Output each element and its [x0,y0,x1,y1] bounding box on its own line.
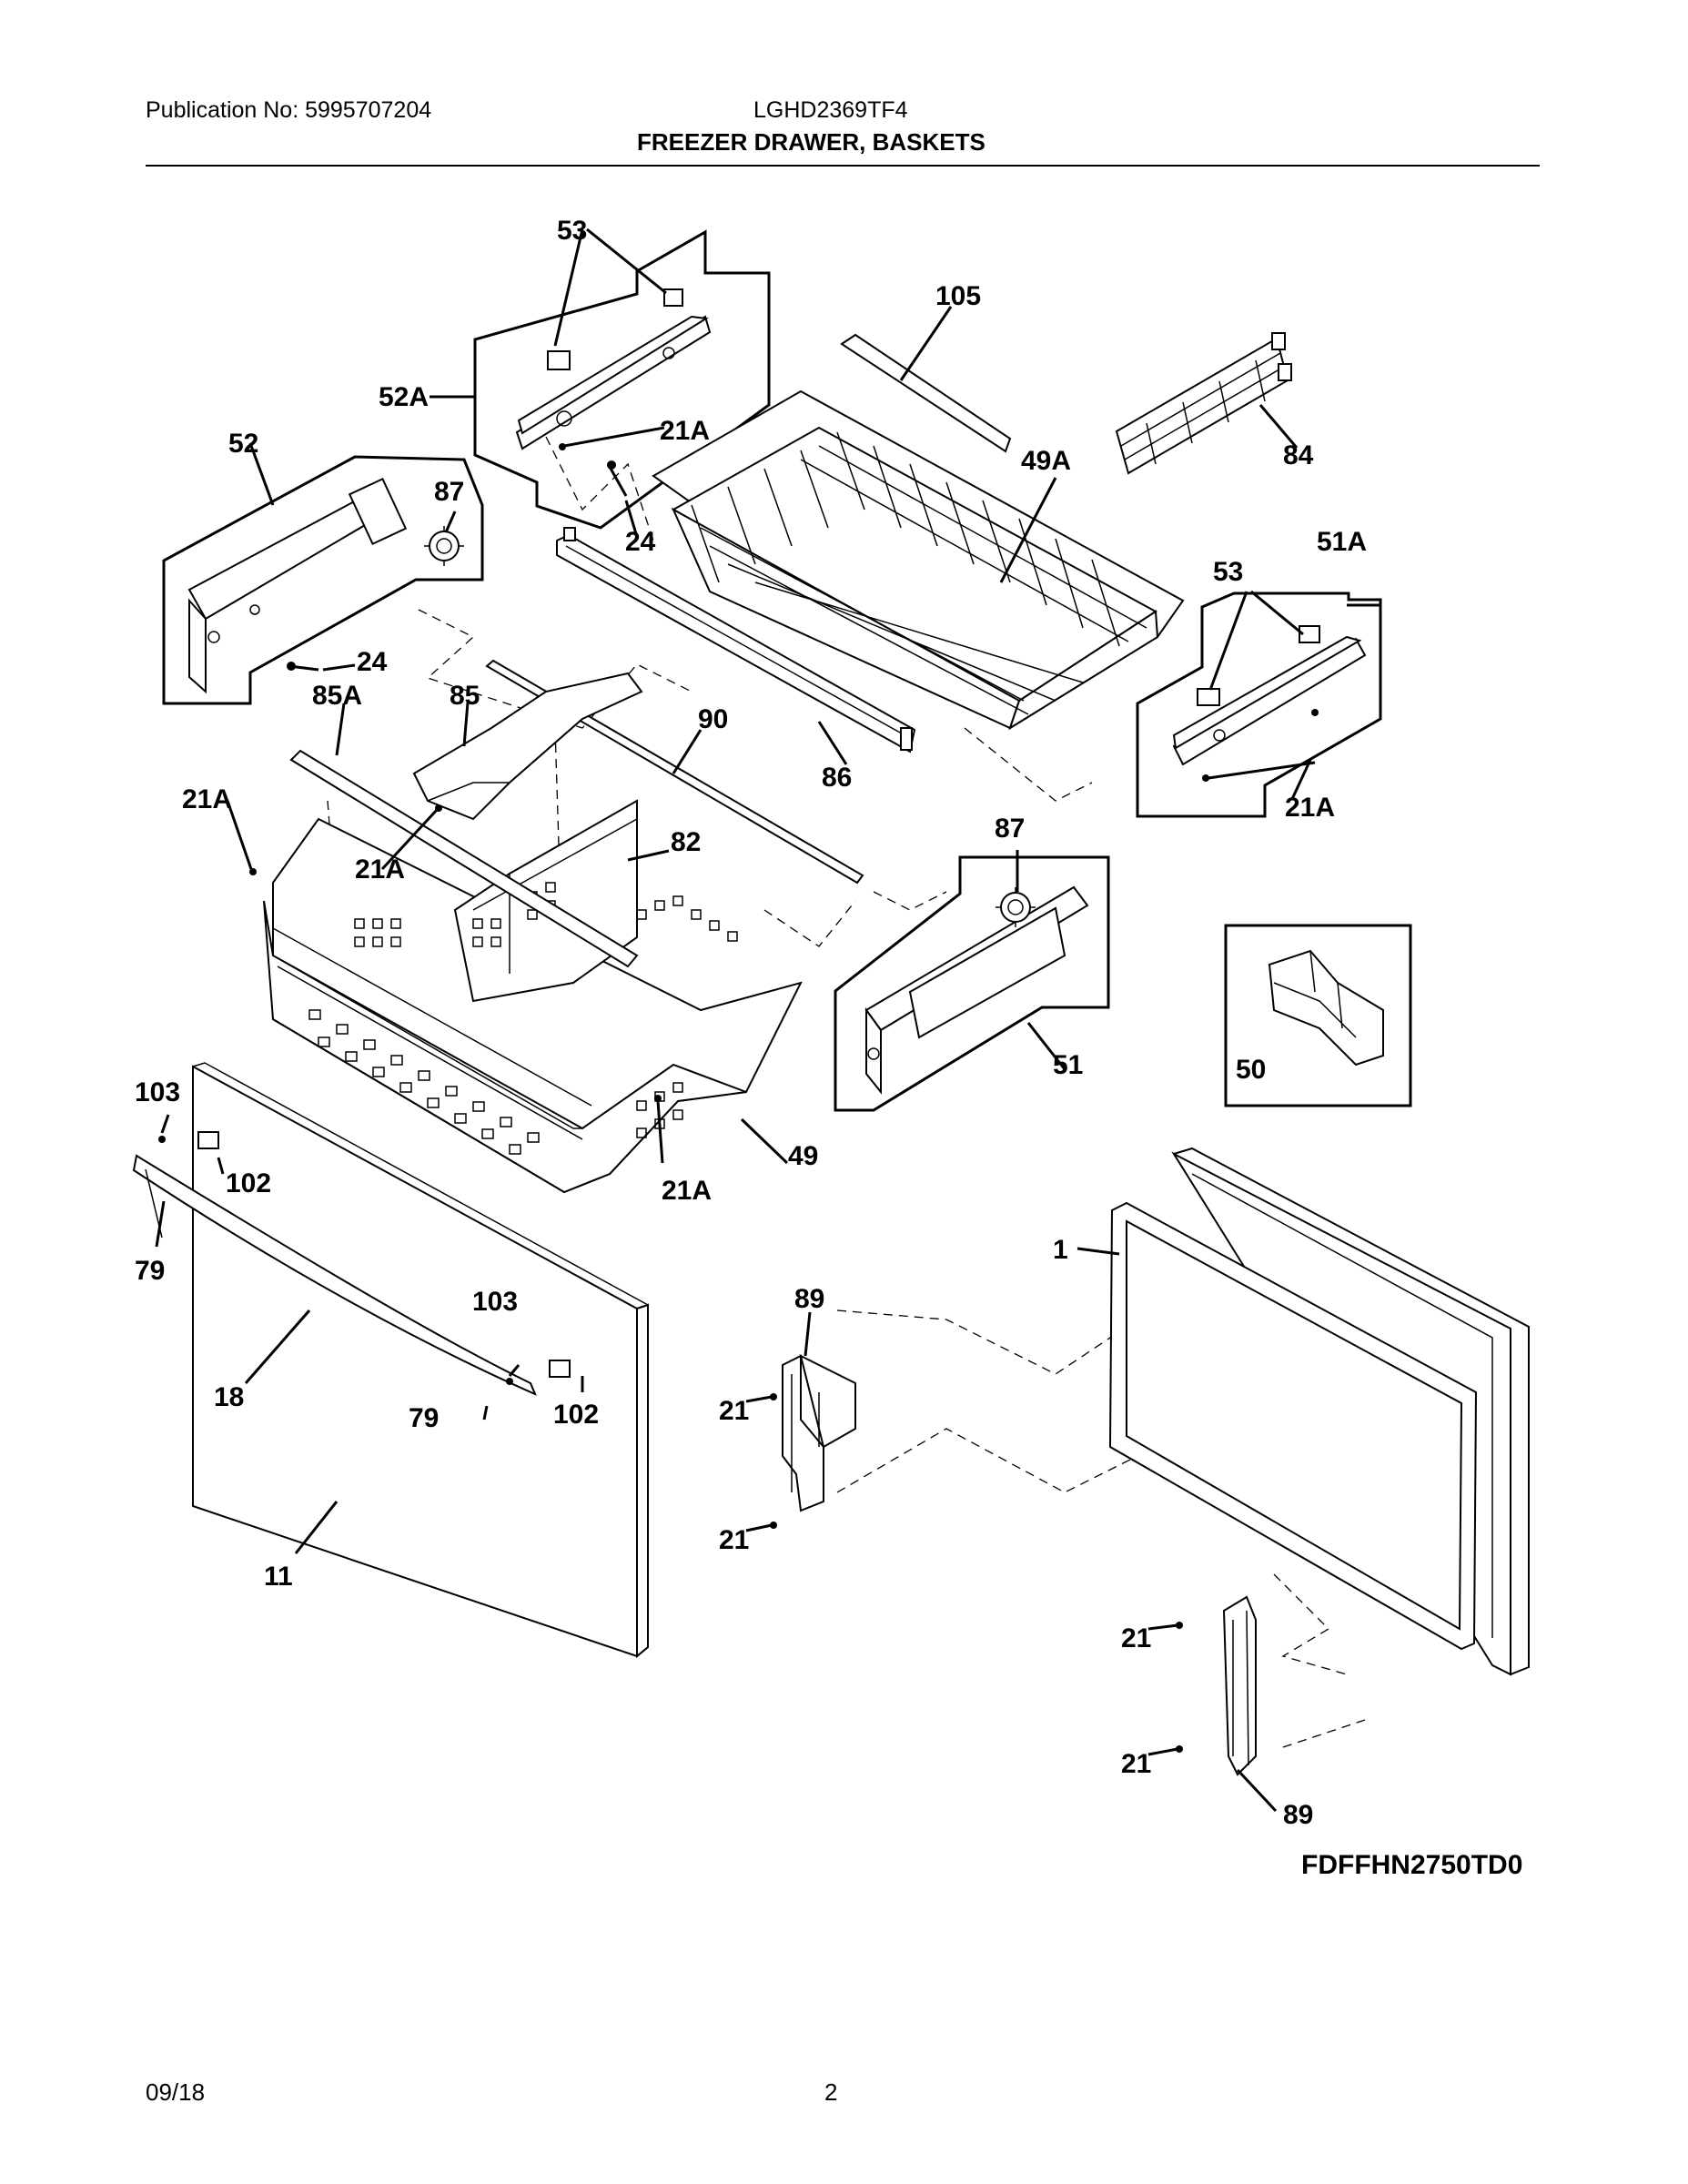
callout-24: 24 [625,527,656,557]
callout-87: 87 [434,477,464,507]
gear-87-lower [996,887,1036,927]
callout-51A: 51A [1317,527,1367,557]
callout-21A: 21A [1285,793,1335,823]
clip-50-group [1224,924,1412,1107]
divider-84 [1115,332,1299,475]
callout-84: 84 [1283,440,1314,470]
callout-52: 52 [228,429,258,459]
slide-kit-51-group [834,850,1110,1112]
callout-90: 90 [698,704,728,734]
pointer-49 [740,1117,789,1165]
callout-21A: 21A [660,416,710,446]
callout-53: 53 [557,216,587,246]
callout-87: 87 [995,814,1025,844]
end-caps [155,1114,584,1421]
door-panel-11 [192,1062,649,1659]
handle-85 [412,672,643,821]
pointer-21A-mid [380,808,439,871]
callout-21: 21 [1121,1623,1151,1653]
callout-21A: 21A [182,784,232,814]
callout-85: 85 [450,681,480,711]
screw-24-lower [287,662,356,672]
slide-rail-right [1172,625,1367,766]
callout-11: 11 [264,1562,293,1592]
callout-50: 50 [1236,1055,1266,1085]
callout-52A: 52A [379,382,429,412]
gear-87-upper [424,526,464,566]
callout-21: 21 [719,1525,749,1555]
callout-18: 18 [214,1382,244,1412]
bracket-89-right [1147,1595,1278,1813]
callout-49: 49 [788,1141,818,1171]
callout-labels: 53 52A 21A 105 52 87 49A 84 24 24 51A 53… [135,216,1367,1830]
door-gasket-1 [1076,1201,1478,1651]
slide-rail-upper [515,288,712,450]
callout-103: 103 [135,1077,180,1107]
slide-rail-left [187,478,408,694]
bar-86 [556,527,916,765]
callout-21A: 21A [662,1176,712,1206]
screw-24-upper [607,460,639,538]
footer-date: 09/18 [146,2078,206,2106]
callout-51: 51 [1053,1050,1083,1080]
header-rule [146,165,1540,167]
callout-86: 86 [822,763,852,793]
callout-21: 21 [1121,1749,1151,1779]
callout-24: 24 [357,647,388,677]
callout-21A: 21A [355,854,405,885]
pointer-21A-bottom [656,1100,664,1164]
rail-85A [289,703,639,968]
callout-79: 79 [409,1403,439,1433]
publication-number: Publication No: 5995707204 [146,97,432,123]
callout-102: 102 [226,1168,271,1198]
bracket-89-left [745,1311,856,1532]
slide-kit-51A-group [1136,590,1382,818]
footer-page-number: 2 [824,2078,838,2106]
callout-89: 89 [794,1284,824,1314]
bucket-vents [308,895,738,1155]
bar-105 [840,306,1012,453]
callout-1: 1 [1053,1235,1068,1265]
callout-105: 105 [935,281,981,311]
callout-102: 102 [553,1400,599,1430]
callout-21: 21 [719,1396,749,1426]
callout-79: 79 [135,1256,165,1286]
figure-code: FDFFHN2750TD0 [1301,1850,1522,1880]
callout-89: 89 [1283,1800,1313,1830]
slide-kit-52A-group [430,228,771,530]
clip-50 [1268,949,1384,1067]
freezer-bucket-49 [263,817,803,1194]
callout-85A: 85A [312,681,362,711]
callout-82: 82 [671,827,701,857]
model-number: LGHD2369TF4 [753,97,908,123]
slide-rail-lower [864,885,1089,1095]
slide-kit-52-group [162,442,484,705]
divider-82 [453,799,670,1003]
wire-basket-49A [652,389,1185,731]
callout-53: 53 [1213,557,1243,587]
callout-103: 103 [472,1287,518,1317]
pointer-21A-left [226,800,253,870]
door-handle-18 [132,1154,537,1396]
page-title: FREEZER DRAWER, BASKETS [637,128,986,156]
callout-49A: 49A [1021,446,1071,476]
